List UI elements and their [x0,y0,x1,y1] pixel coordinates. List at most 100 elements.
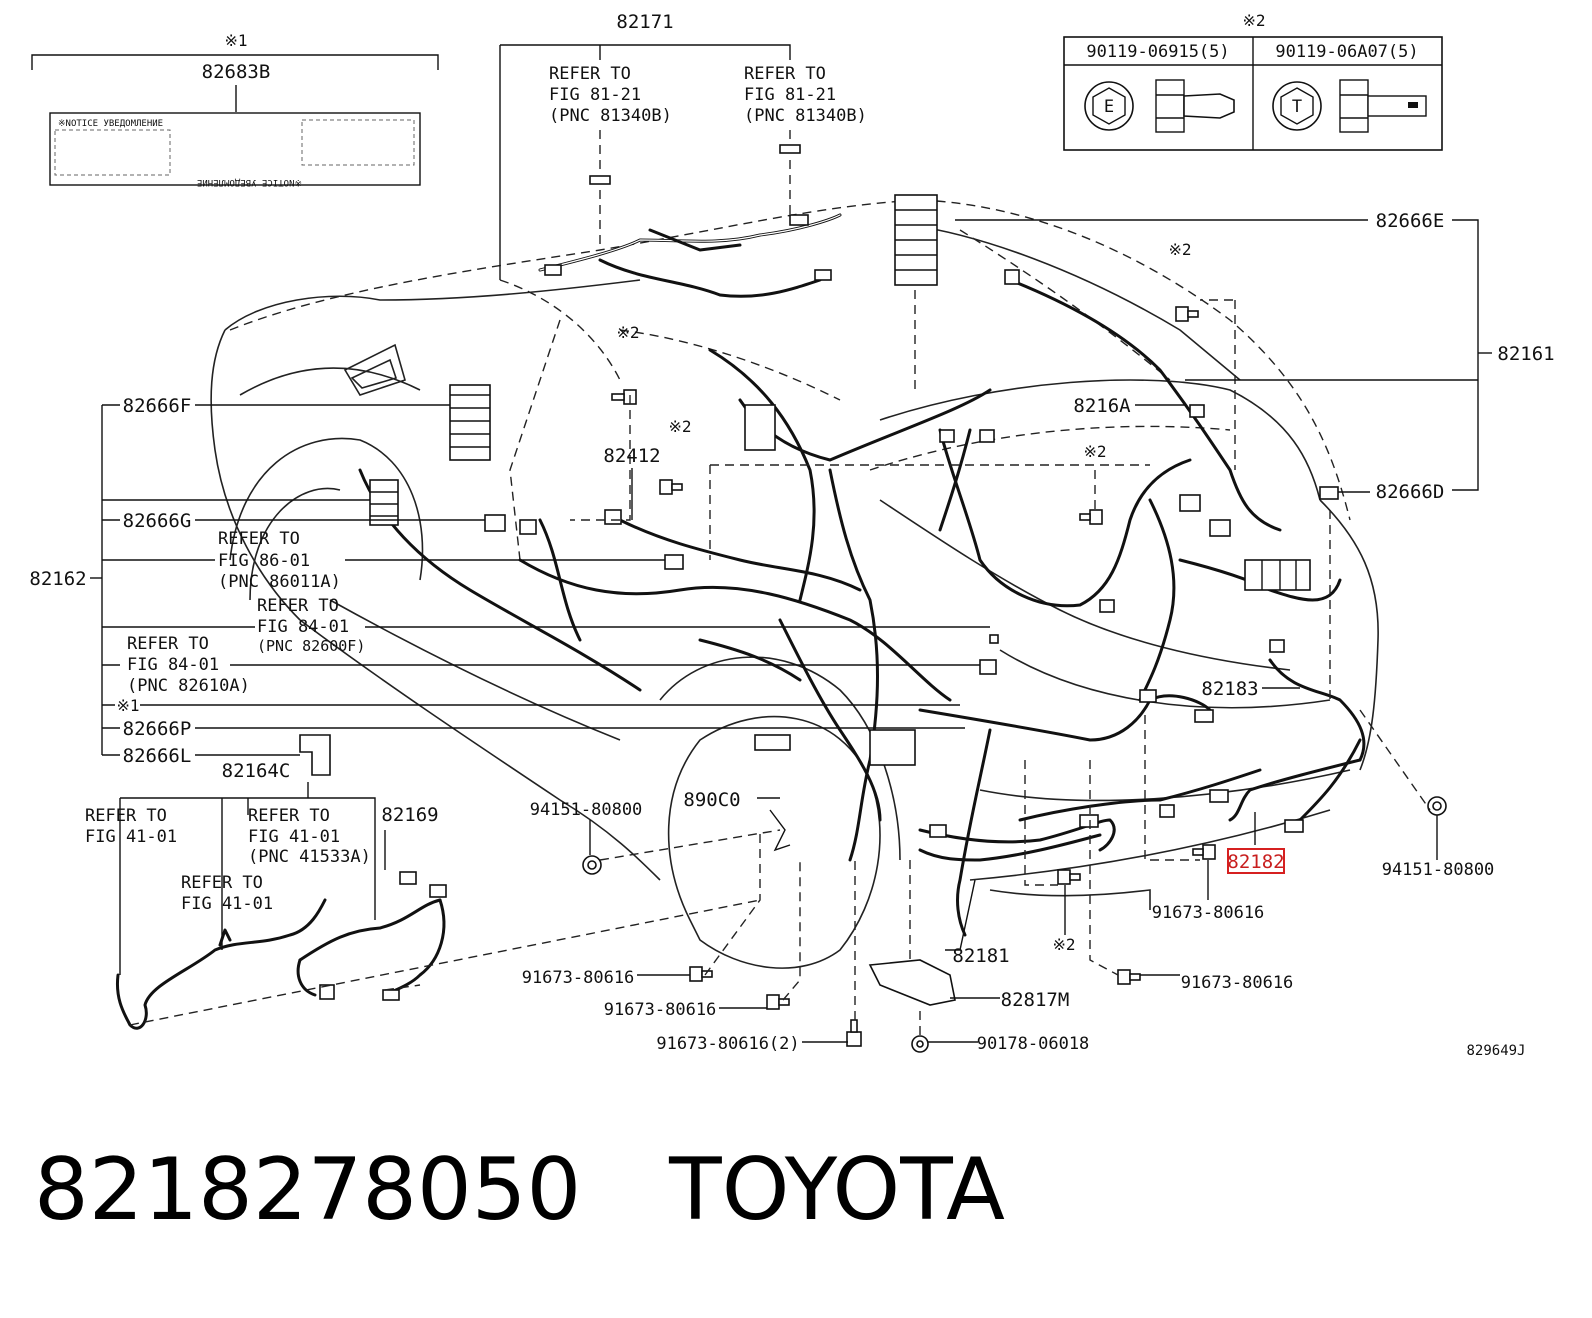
nut-icon [1427,796,1447,816]
svg-text:(PNC 81340B): (PNC 81340B) [549,106,672,126]
part-label-890C0: 890C0 [683,789,740,811]
part-label-82161: 82161 [1497,343,1554,365]
label-sticker-82683B: ※1 82683B ※NOTICE УВЕДОМЛЕНИЕ ※NOTICE УВ… [31,31,439,187]
nut-icon [911,1035,929,1053]
svg-text:(PNC 41533A): (PNC 41533A) [248,847,371,867]
fastener-label-91673-80616: 91673-80616 [604,1000,717,1020]
svg-text:FIG 81-21: FIG 81-21 [549,85,641,105]
note-mark-2: ※2 [668,417,691,436]
svg-text:FIG 84-01: FIG 84-01 [127,655,219,675]
refer-note-8: REFER TO FIG 41-01 [181,873,273,914]
svg-text:(PNC 82610A): (PNC 82610A) [127,676,250,696]
bolt-icon [1057,869,1081,885]
connectors [299,144,1339,1006]
part-label-82666E: 82666E [1376,210,1445,232]
refer-note-6: REFER TO FIG 41-01 [85,806,177,847]
refer-note-3: REFER TO FIG 86-01 (PNC 86011A) [218,529,341,592]
note-mark-1: ※1 [116,696,139,715]
refer-note-4: REFER TO FIG 84-01 (PNC 82600F) [257,596,365,655]
svg-text:FIG 86-01: FIG 86-01 [218,551,310,571]
dashed-leaders [129,130,1431,1035]
bolt-icon [1117,969,1141,985]
labels: 82171 REFER TO FIG 81-21 (PNC 81340B) RE… [29,11,1554,1059]
bolt-icon [611,389,637,405]
wire-harnesses [115,213,1366,1030]
svg-text:REFER TO: REFER TO [257,596,339,616]
junction-block-82666F [449,384,491,461]
note-mark-1: ※1 [224,31,247,50]
car-body-outline [210,199,1379,969]
part-label-82171: 82171 [616,11,673,33]
refer-note-1: REFER TO FIG 81-21 (PNC 81340B) [549,64,672,126]
svg-text:REFER TO: REFER TO [127,634,209,654]
fastener-label-90178-06018: 90178-06018 [977,1034,1090,1054]
bolt-part-1: 90119-06915(5) [1086,42,1229,62]
bolt-icon [1175,306,1199,322]
part-label-82666D: 82666D [1376,481,1445,503]
bolt-mark-T: T [1292,97,1302,117]
leader-lines [90,44,1492,1043]
diagram-code: 829649J [1466,1043,1525,1059]
bolt-icon [1192,844,1216,860]
fastener-label-91673-80616: 91673-80616 [1181,973,1294,993]
bolt-icon [689,966,713,982]
note-mark-2: ※2 [1052,935,1075,954]
refer-note-7: REFER TO FIG 41-01 (PNC 41533A) [248,806,371,867]
svg-text:FIG 41-01: FIG 41-01 [181,894,273,914]
part-label-82666P: 82666P [123,718,192,740]
svg-text:REFER TO: REFER TO [744,64,826,84]
part-number: 8218278050 [34,1140,582,1240]
bolt-icon [1079,509,1103,525]
part-label-8216A: 8216A [1073,395,1131,417]
fastener-label-91673-80616: 91673-80616 [1152,903,1265,923]
part-label-82182: 82182 [1227,851,1284,873]
svg-text:FIG 84-01: FIG 84-01 [257,617,349,637]
part-label-82817M: 82817M [1001,989,1070,1011]
svg-text:REFER TO: REFER TO [218,529,300,549]
part-label-82164C: 82164C [222,760,291,782]
bolt-icon [846,1019,862,1047]
bracket-82164C [299,734,331,776]
svg-text:REFER TO: REFER TO [549,64,631,84]
bolt-mark-E: E [1104,97,1114,117]
part-label-82183: 82183 [1201,678,1258,700]
refer-note-5: REFER TO FIG 84-01 (PNC 82610A) [127,634,250,696]
part-label-82181: 82181 [952,945,1009,967]
brand-name: TOYOTA [669,1140,1005,1240]
svg-text:FIG 41-01: FIG 41-01 [248,827,340,847]
svg-text:(PNC 86011A): (PNC 86011A) [218,572,341,592]
bracket-82817M [868,959,956,1006]
clip-890C0 [769,809,791,852]
svg-text:REFER TO: REFER TO [248,806,330,826]
svg-text:(PNC 82600F): (PNC 82600F) [257,637,365,655]
refer-note-2: REFER TO FIG 81-21 (PNC 81340B) [744,64,867,126]
nut-icon [582,855,602,875]
note-mark-2: ※2 [1083,442,1106,461]
sticker-text-bottom: ※NOTICE УВЕДОМЛЕНИЕ [197,177,302,187]
svg-text:FIG 41-01: FIG 41-01 [85,827,177,847]
fastener-label-91673-80616: 91673-80616 [522,968,635,988]
bolt-part-2: 90119-06A07(5) [1275,42,1418,62]
part-label-82683B: 82683B [202,61,271,83]
part-label-82666G: 82666G [123,510,192,532]
part-label-82162: 82162 [29,568,86,590]
fastener-label-94151-80800: 94151-80800 [530,800,643,820]
highlight-box-82182 [1227,848,1285,874]
fasteners [582,306,1447,1053]
svg-text:FIG 81-21: FIG 81-21 [744,85,836,105]
clip-82169 [399,871,417,885]
svg-text:REFER TO: REFER TO [181,873,263,893]
part-label-82666F: 82666F [123,395,192,417]
bolt-icon [659,479,683,495]
sticker-text-top: ※NOTICE УВЕДОМЛЕНИЕ [58,119,163,129]
part-label-82412: 82412 [603,445,660,467]
svg-text:(PNC 81340B): (PNC 81340B) [744,106,867,126]
note-mark-2: ※2 [616,323,639,342]
svg-text:REFER TO: REFER TO [85,806,167,826]
bolt-table: ※2 90119-06915(5) 90119-06A07(5) E T [1063,11,1443,151]
part-label-82169: 82169 [381,804,438,826]
fastener-label-91673-80616-2: 91673-80616(2) [656,1034,799,1054]
bolt-table-mark: ※2 [1242,11,1265,30]
fastener-label-94151-80800: 94151-80800 [1382,860,1495,880]
